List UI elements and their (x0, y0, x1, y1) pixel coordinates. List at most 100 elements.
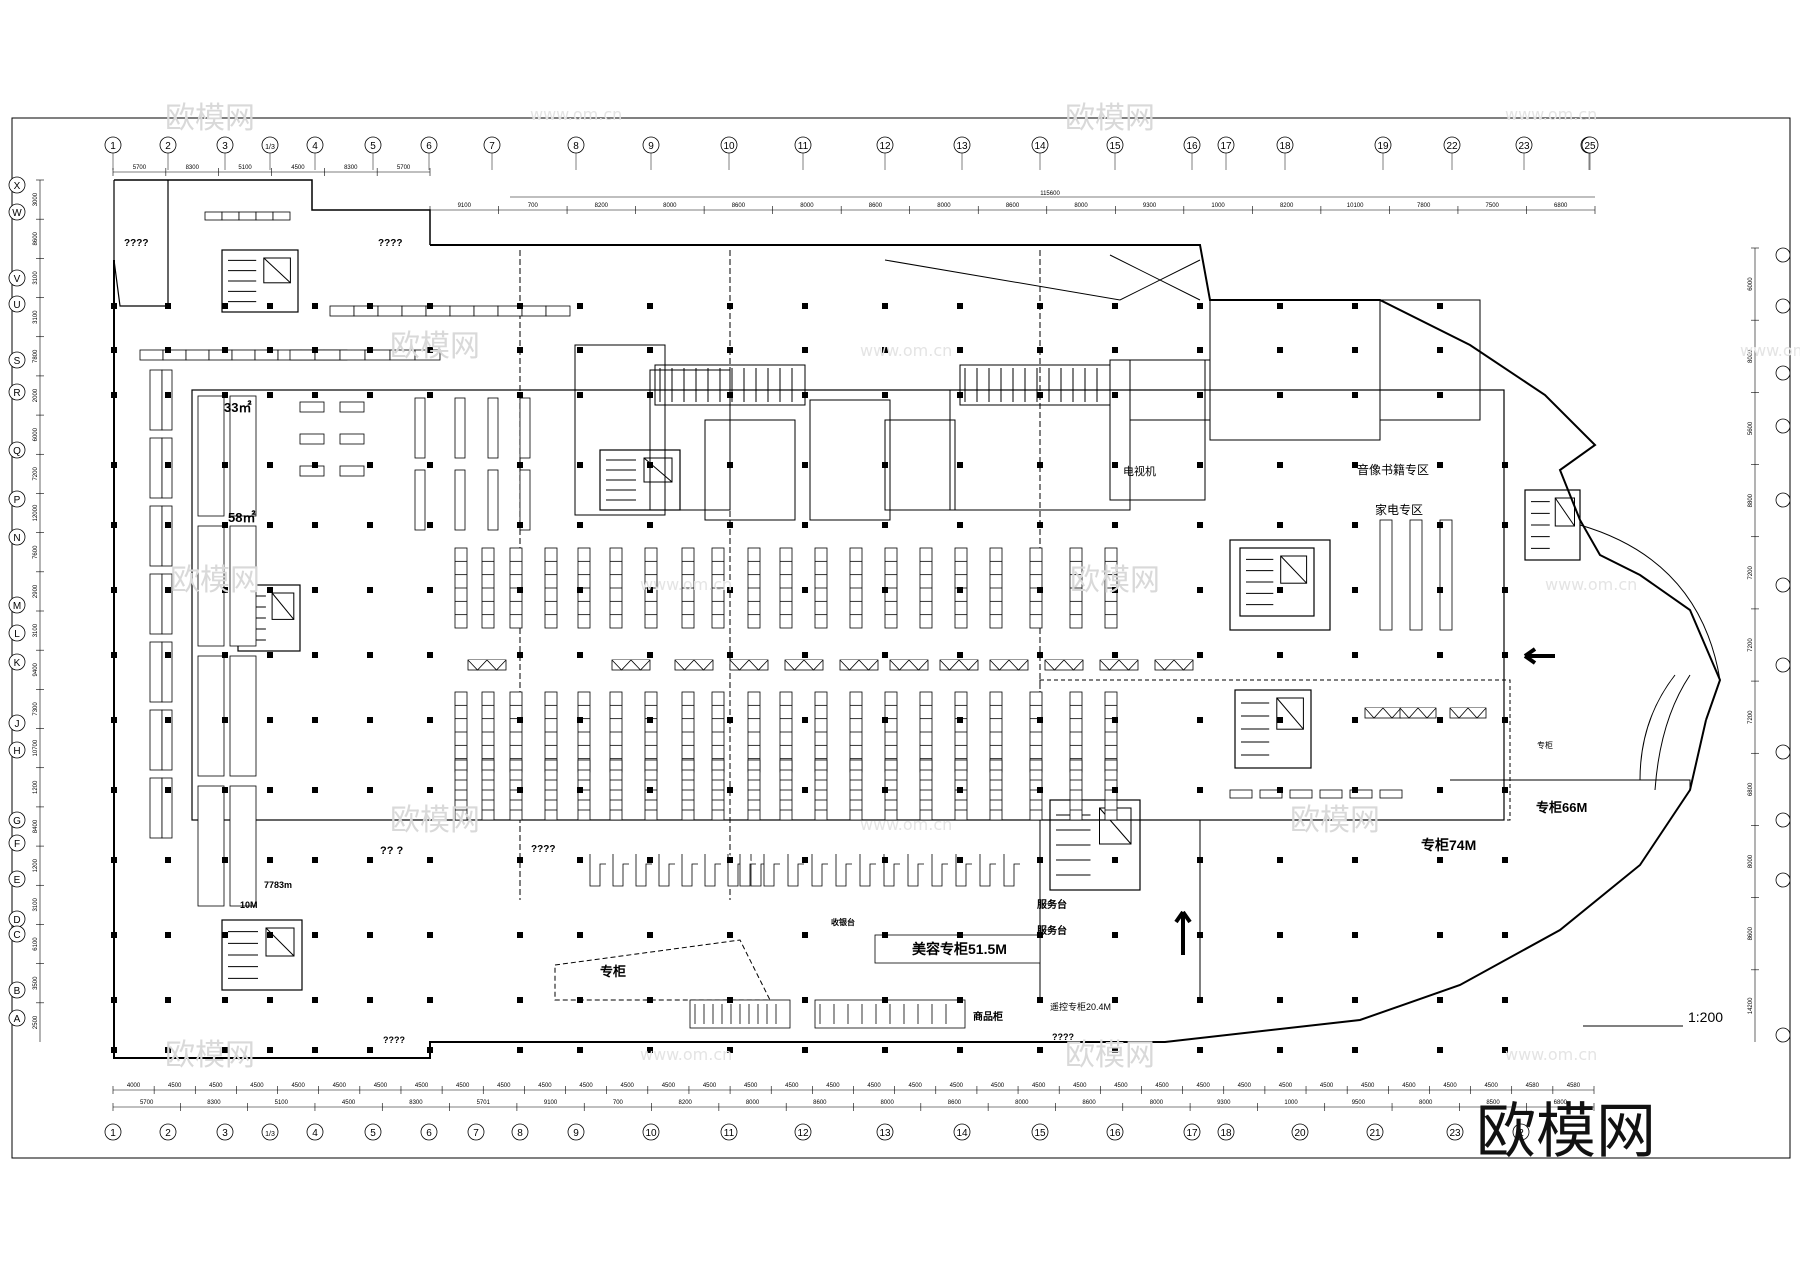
label-area-7783: 7783m (264, 880, 292, 890)
structural-column (1437, 347, 1443, 353)
structural-column (1037, 303, 1043, 309)
watermark-site: www.om.cn (1740, 341, 1800, 360)
structural-column (111, 303, 117, 309)
structural-column (727, 392, 733, 398)
partition (1039, 820, 1201, 1000)
structural-column (957, 857, 963, 863)
dim-left-text: 1200 (33, 858, 39, 872)
structural-column (165, 522, 171, 528)
structural-column (882, 932, 888, 938)
dim-bottom-1-text: 4500 (1402, 1083, 1416, 1089)
checkout-lane (658, 854, 675, 887)
grid-bubble-bottom (467, 1123, 485, 1141)
label-elec-room: 电视机 (1123, 464, 1156, 478)
watermark-site: www.om.cn (1505, 1045, 1597, 1064)
dim-bottom-1-text: 4500 (1443, 1083, 1457, 1089)
structural-column (577, 462, 583, 468)
appliance-display (1379, 789, 1403, 799)
watermark-site: www.om.cn (1545, 575, 1637, 594)
grid-bubble-top-label: 10 (723, 141, 735, 152)
structural-column (1037, 587, 1043, 593)
dim-right-text: 5600 (1748, 421, 1754, 435)
structural-column (267, 717, 273, 723)
grid-bubble-left-label: P (14, 495, 21, 506)
structural-column (1277, 717, 1283, 723)
grid-bubble-bottom (420, 1123, 438, 1141)
checkout-lane (907, 854, 924, 887)
dim-bottom-2-text: 9100 (544, 1100, 558, 1106)
checkout-lane (750, 854, 767, 887)
structural-column (165, 787, 171, 793)
wall-shelf (161, 641, 173, 703)
gondola-shelf (454, 397, 466, 459)
grid-bubble-left (8, 383, 26, 401)
structural-column (1277, 392, 1283, 398)
structural-column (647, 587, 653, 593)
structural-column (267, 303, 273, 309)
structural-column (802, 587, 808, 593)
structural-column (882, 787, 888, 793)
label-product-bar: 商品柜 (973, 1010, 1003, 1023)
elevator-box (1554, 497, 1575, 527)
structural-column (517, 347, 523, 353)
dim-right-text: 14200 (1748, 997, 1754, 1014)
structural-column (957, 522, 963, 528)
grid-bubble-left (8, 269, 26, 287)
structural-column (1037, 522, 1043, 528)
structural-column (1502, 997, 1508, 1003)
dim-bottom-1-text: 4500 (950, 1083, 964, 1089)
structural-column (727, 787, 733, 793)
dim-top-1-text: 8300 (344, 165, 358, 171)
structural-column (267, 997, 273, 1003)
structural-column (1037, 787, 1043, 793)
perimeter-shelf (185, 349, 210, 361)
service-block (704, 419, 796, 521)
grid-bubble-bottom (1366, 1123, 1384, 1141)
building-outline (113, 260, 1707, 1059)
grid-bubble-bottom-label: 9 (573, 1128, 579, 1139)
dim-bottom-1-text: 4500 (621, 1083, 635, 1089)
elevator-box (643, 457, 673, 483)
dim-bottom-2-text: 8200 (679, 1100, 693, 1106)
grid-bubble-bottom (1183, 1123, 1201, 1141)
label-area-10: 10M (240, 900, 258, 910)
grid-bubble-bottom-label: 5 (370, 1128, 376, 1139)
gondola-shelf (519, 397, 531, 459)
structural-column (957, 347, 963, 353)
structural-column (882, 717, 888, 723)
structural-column (957, 303, 963, 309)
structural-column (517, 932, 523, 938)
structural-column (1437, 522, 1443, 528)
grid-bubble-bottom (1031, 1123, 1049, 1141)
structural-column (222, 522, 228, 528)
arrow-west (1523, 647, 1555, 665)
gondola-shelf (414, 397, 426, 459)
structural-column (577, 652, 583, 658)
structural-column (165, 392, 171, 398)
dim-left-text: 7200 (33, 467, 39, 481)
label-scale: 1:200 (1688, 1009, 1723, 1025)
bin-row-cross (674, 659, 714, 671)
checkout-lane (1003, 854, 1020, 887)
structural-column (647, 717, 653, 723)
structural-column (222, 587, 228, 593)
elevator-box (1276, 697, 1304, 730)
grid-bubble-bottom-label: 15 (1034, 1128, 1046, 1139)
perimeter-shelf (521, 305, 547, 317)
display-table (339, 433, 365, 445)
dim-left-text: 6100 (33, 937, 39, 951)
structural-column (1352, 1047, 1358, 1053)
structural-column (111, 587, 117, 593)
structural-column (1112, 997, 1118, 1003)
dim-top-2-text: 8600 (869, 203, 883, 209)
grid-bubble-left (8, 528, 26, 546)
dim-bottom-1-text: 4500 (1197, 1083, 1211, 1089)
structural-column (727, 462, 733, 468)
storage-cell (197, 785, 225, 907)
structural-column (727, 347, 733, 353)
watermark-logo: 欧模网 (165, 101, 255, 136)
structural-column (517, 717, 523, 723)
grid-bubble-left (8, 203, 26, 221)
grid-bubble-bottom (306, 1123, 324, 1141)
